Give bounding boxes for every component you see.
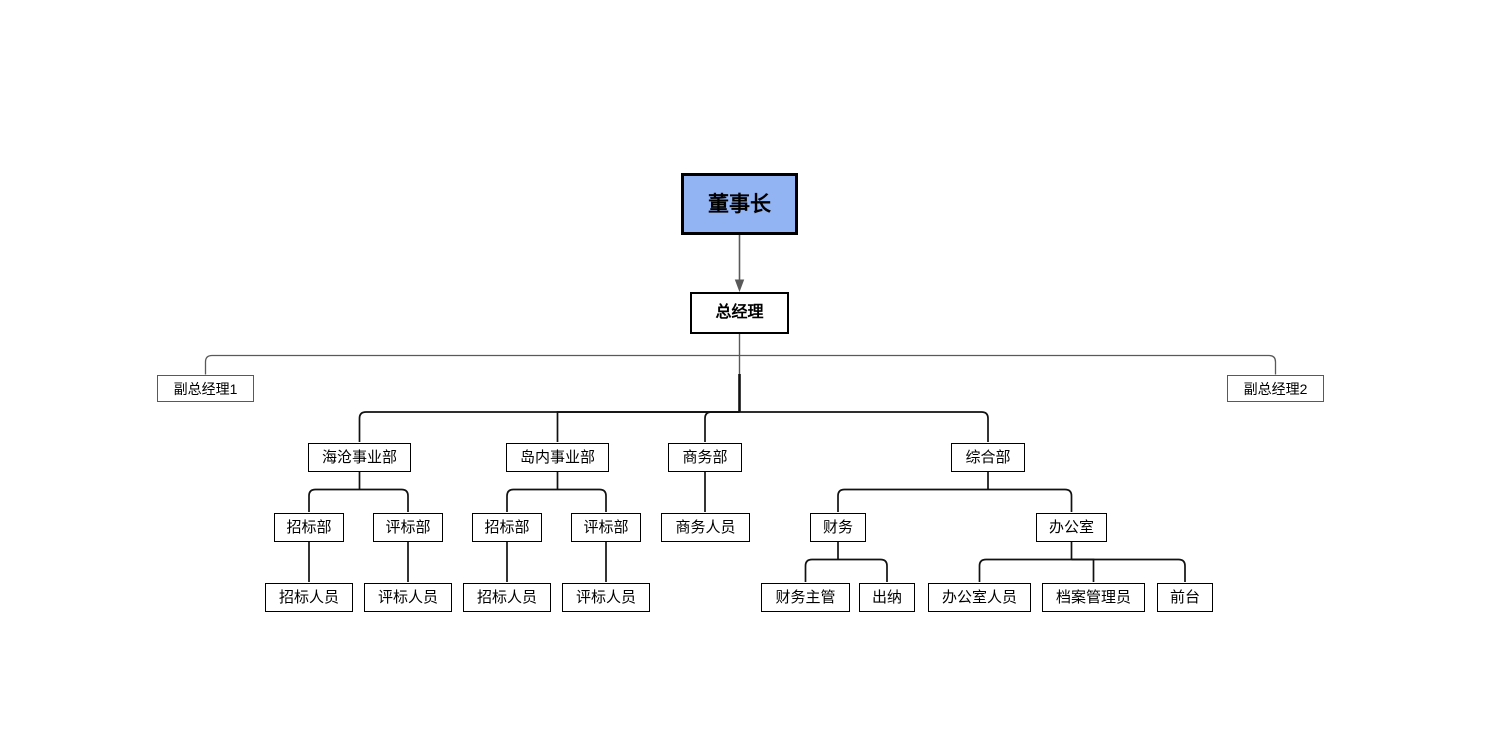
node-island-bidding-dept-label: 招标部 [484,519,530,536]
node-island-bidding-dept[interactable]: 招标部 [472,513,542,542]
node-finance-label: 财务 [822,519,853,536]
edge-office-to-front-desk [1071,558,1186,582]
node-island-evaluation-dept-label: 评标部 [583,519,629,536]
node-general-manager[interactable]: 总经理 [690,292,789,334]
node-front-desk-label: 前台 [1169,589,1200,606]
node-business-staff[interactable]: 商务人员 [661,513,750,542]
node-department-business[interactable]: 商务部 [668,443,742,472]
node-cashier-label: 出纳 [871,589,902,606]
node-chairman-label: 董事长 [708,192,771,216]
edge-island-to-bidding [506,488,558,512]
node-chairman[interactable]: 董事长 [681,173,798,235]
edge-gm-to-div-island [556,411,740,442]
node-general-manager-label: 总经理 [715,304,764,321]
node-island-bidding-staff[interactable]: 招标人员 [463,583,551,612]
node-deputy-manager-2-label: 副总经理2 [1243,380,1308,397]
node-haicang-bidding-staff[interactable]: 招标人员 [265,583,353,612]
node-haicang-evaluation-staff[interactable]: 评标人员 [364,583,452,612]
node-haicang-bidding-staff-label: 招标人员 [278,589,339,606]
node-deputy-manager-1-label: 副总经理1 [173,380,238,397]
node-division-haicang-label: 海沧事业部 [321,449,397,466]
node-finance-supervisor-label: 财务主管 [775,589,836,606]
edge-gm-to-dept-business [704,411,740,442]
node-business-staff-label: 商务人员 [675,519,736,536]
node-office-label: 办公室 [1048,519,1094,536]
edge-haicang-to-bidding [308,488,360,512]
edge-gm-to-dept-general [739,411,989,442]
edge-gm-to-deputy-1 [204,354,740,375]
edge-island-to-evaluation [557,488,607,512]
edge-office-to-archivist [1071,558,1095,582]
node-finance[interactable]: 财务 [810,513,866,542]
node-front-desk[interactable]: 前台 [1157,583,1213,612]
node-island-evaluation-staff[interactable]: 评标人员 [562,583,650,612]
node-office-staff[interactable]: 办公室人员 [928,583,1031,612]
node-haicang-bidding-dept-label: 招标部 [286,519,332,536]
edge-finance-to-supervisor [804,558,838,582]
edge-gm-to-div-haicang [358,411,740,442]
node-haicang-bidding-dept[interactable]: 招标部 [274,513,344,542]
edge-haicang-to-evaluation [359,488,409,512]
edge-finance-to-cashier [838,558,888,582]
node-division-island[interactable]: 岛内事业部 [506,443,609,472]
node-archivist[interactable]: 档案管理员 [1042,583,1145,612]
node-deputy-manager-1[interactable]: 副总经理1 [157,375,254,402]
node-finance-supervisor[interactable]: 财务主管 [761,583,850,612]
node-island-bidding-staff-label: 招标人员 [476,589,537,606]
edge-gm-to-deputy-2 [739,354,1277,375]
node-department-business-label: 商务部 [682,449,728,466]
node-department-general-label: 综合部 [965,449,1011,466]
node-office[interactable]: 办公室 [1036,513,1107,542]
edge-general-to-finance [837,488,988,512]
node-division-island-label: 岛内事业部 [519,449,595,466]
node-deputy-manager-2[interactable]: 副总经理2 [1227,375,1324,402]
node-island-evaluation-staff-label: 评标人员 [575,589,636,606]
edge-office-to-office-staff [978,558,1072,582]
node-haicang-evaluation-dept[interactable]: 评标部 [373,513,443,542]
node-island-evaluation-dept[interactable]: 评标部 [571,513,641,542]
node-cashier[interactable]: 出纳 [859,583,915,612]
node-division-haicang[interactable]: 海沧事业部 [308,443,411,472]
node-haicang-evaluation-staff-label: 评标人员 [377,589,438,606]
edge-general-to-office [988,488,1073,512]
node-department-general[interactable]: 综合部 [951,443,1025,472]
node-office-staff-label: 办公室人员 [941,589,1017,606]
node-archivist-label: 档案管理员 [1055,589,1131,606]
node-haicang-evaluation-dept-label: 评标部 [385,519,431,536]
